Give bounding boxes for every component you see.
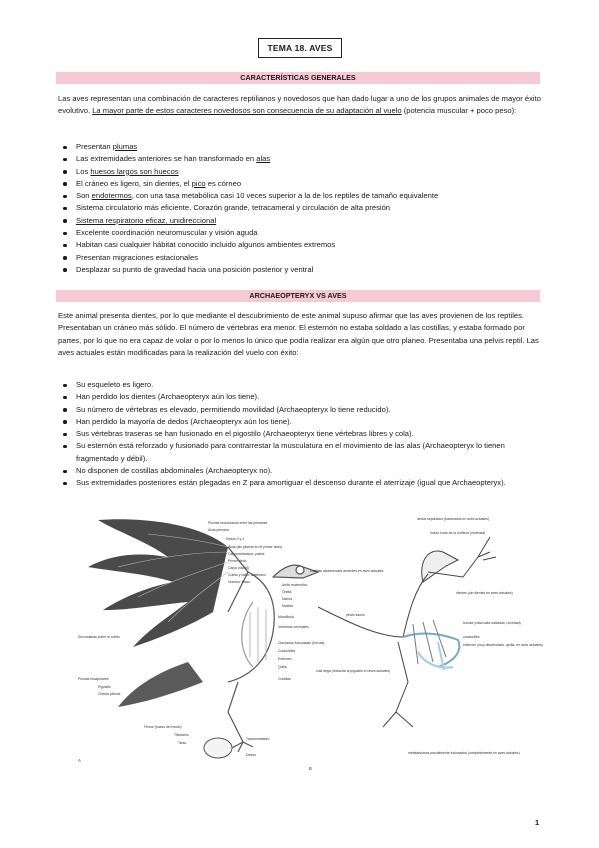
figure-label: Fémur (hueso del muslo) — [144, 725, 182, 729]
panel-b-letter: B — [309, 766, 312, 771]
list-item: Presentan migraciones estacionales — [58, 252, 542, 264]
figure-label: Álula primaria — [208, 528, 229, 532]
page-number: 1 — [535, 818, 540, 827]
list-item: Sus extremidades posteriores están plega… — [58, 477, 542, 489]
document-title: TEMA 18. AVES — [258, 38, 342, 58]
section-heading-caracteristicas: CARACTERÍSTICAS GENERALES — [56, 72, 540, 84]
list-item-text: Desplazar su punto de gravedad hacia una… — [76, 264, 314, 274]
figure-label: esternón (muy desarrollado -quilla- en a… — [463, 643, 543, 647]
list-item-text: Presentan — [76, 142, 113, 151]
differences-list: Su esqueleto es ligero.Han perdido los d… — [58, 379, 542, 490]
figure-label: Tibiotarso — [174, 733, 189, 737]
figure-label: Clavículas fusionadas (fúrcula) — [278, 641, 324, 645]
archaeopteryx-skeleton-b — [317, 536, 497, 728]
panel-a-labels: Plumas secundarias entre las primariasÁl… — [78, 521, 324, 757]
list-item: Su esqueleto es ligero. — [58, 379, 542, 391]
figure-label: metatarsianos parcialmente fusionados (c… — [408, 751, 520, 755]
list-item-text-end: , con una tasa metabólica casi 10 veces … — [131, 191, 439, 201]
list-item: Las extremidades anteriores se han trans… — [58, 153, 542, 165]
figure-label: cola larga (reducida al pigostilo en ave… — [316, 669, 390, 673]
list-item: Presentan plumas — [58, 141, 542, 153]
archaeopteryx-paragraph: Este animal presenta dientes, por lo que… — [58, 311, 539, 357]
figure-label: pelvis saurio — [346, 613, 365, 617]
list-item-text: Los — [76, 166, 91, 176]
figure-label: Cúbito y radio: antebrazo — [228, 573, 266, 577]
figure-label: Maxilar — [282, 604, 294, 608]
foot-detail-ellipse — [203, 737, 233, 759]
list-item-underlined: alas — [256, 154, 271, 164]
figure-label: Primer dedo — [228, 559, 247, 563]
figure-label: coracoides — [463, 635, 480, 639]
list-item: Sistema respiratorio eficaz, unidireccio… — [58, 215, 542, 227]
intro-paragraph: Las aves representan una combinación de … — [58, 93, 542, 118]
figure-label: Dedos — [246, 753, 256, 757]
intro-text-end: (potencia muscular + poco peso): — [401, 106, 517, 116]
list-item: Los huesos largos son huecos — [58, 166, 542, 178]
list-item: Sus vértebras traseras se han fusionado … — [58, 428, 542, 440]
bird-skeleton-a — [227, 546, 320, 753]
figure-label: Dedos 3 y 4 — [226, 537, 244, 541]
figure-label: Órbita — [282, 589, 291, 594]
intro-text-start: Las aves representan una combinación de … — [58, 94, 541, 116]
wing-feathers-illustration — [88, 519, 229, 707]
list-item: El cráneo es ligero, sin dientes, el pic… — [58, 178, 542, 190]
list-item: Su esternón está reforzado y fusionado p… — [58, 440, 542, 465]
panel-b-labels: dedos separados (fusionados en aves actu… — [310, 517, 543, 755]
figure-label: Secundarias sobre el cúbito — [78, 635, 120, 639]
figure-label: Tarso — [178, 741, 186, 745]
list-item: Habitan casi cualquier hábitat conocido … — [58, 239, 542, 251]
figure-label: Mandíbula — [278, 615, 294, 619]
list-item-underlined: plumas — [112, 142, 138, 151]
figure-label: dedos separados (fusionados en aves actu… — [417, 517, 489, 521]
figure-label: Narina — [282, 597, 292, 601]
list-item: Su número de vértebras es elevado, permi… — [58, 404, 542, 416]
list-item-text: Habitan casi cualquier hábitat conocido … — [76, 240, 336, 250]
list-item-text: Presentan migraciones estacionales — [76, 252, 198, 262]
list-item: No disponen de costillas abdominales (Ar… — [58, 465, 542, 477]
list-item-text: Son — [76, 191, 92, 201]
list-item-underlined: endotermos — [91, 191, 132, 201]
figure-label: fúrcula (clavículas soldadas, novedad) — [463, 621, 521, 625]
list-item-text: Excelente coordinación neuromuscular y v… — [76, 228, 258, 238]
list-item: Han perdido la mayoría de dedos (Archaeo… — [58, 416, 542, 428]
list-item: Excelente coordinación neuromuscular y v… — [58, 227, 542, 239]
figure-label: Esternón — [278, 657, 292, 661]
figure-label: Vértebras cervicales — [278, 625, 309, 629]
figure-label: Carpo (radial) — [228, 566, 249, 570]
figure-label: Tarsometatarso — [246, 737, 269, 741]
figure-label: Costillas — [278, 677, 291, 681]
panel-a-letter: A — [78, 758, 81, 763]
figure-label: Cintura pélvica — [98, 692, 121, 696]
list-item: Han perdido los dientes (Archaeopteryx a… — [58, 391, 542, 403]
list-item: Son endotermos, con una tasa metabólica … — [58, 190, 542, 202]
figure-label: Quilla — [278, 665, 287, 669]
figure-label: costillas abdominales ausentes en aves a… — [310, 569, 384, 573]
figure-label: Coracoides — [278, 649, 295, 653]
list-item-underlined: pico — [191, 178, 206, 188]
list-item-underlined: huesos largos son huecos — [90, 166, 179, 176]
list-item-text-end: es córneo — [205, 178, 242, 188]
list-item-text: Sistema circulatorio más eficiente. Cora… — [76, 203, 391, 213]
list-item-underlined: Sistema respiratorio eficaz, unidireccio… — [76, 215, 217, 225]
list-item-text: El cráneo es ligero, sin dientes, el — [76, 178, 192, 188]
list-item-text: Las extremidades anteriores se han trans… — [76, 154, 257, 164]
figure-label: Carpometacarpo: palma — [228, 552, 264, 556]
list-item: Sistema circulatorio más eficiente. Cora… — [58, 202, 542, 214]
figure-label: Álula (las plumas en el primer dedo) — [228, 545, 282, 549]
intro-text-underlined: La mayor parte de estos caracteres noved… — [92, 106, 402, 116]
figure-label: hueso lunar de la muñeca (novedad) — [430, 531, 485, 535]
figure-label: dientes (sin dientes en aves actuales) — [456, 591, 513, 595]
figure-label: Plumas secundarias entre las primarias — [208, 521, 268, 525]
figure-label: Plumas escapulares — [78, 677, 109, 681]
list-item: Desplazar su punto de gravedad hacia una… — [58, 264, 542, 276]
figure-label: Anillo esclerótico — [282, 583, 308, 587]
skeleton-figure: A Plumas secundarias entre las primarias… — [78, 517, 543, 771]
figure-label: Húmero: brazo — [228, 580, 251, 584]
section-heading-archaeopteryx: ARCHAEOPTERYX VS AVES — [56, 290, 540, 302]
figure-label: Pigostilo — [98, 685, 111, 689]
